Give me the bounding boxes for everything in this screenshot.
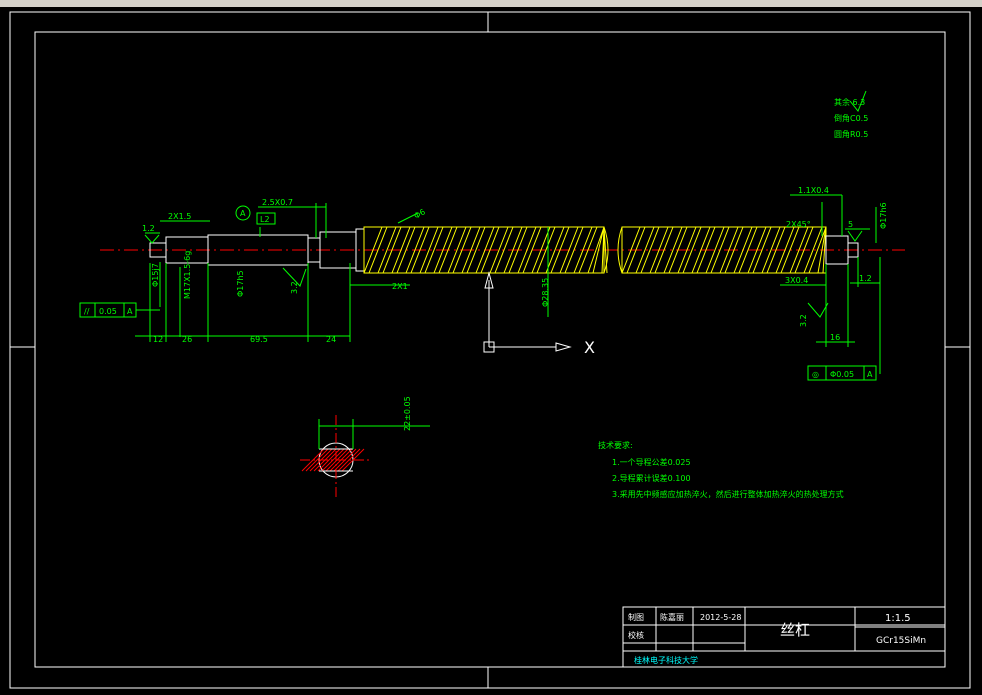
tol-left-datum: A <box>127 307 133 316</box>
tolerance-frame-right: ◎ Φ0.05 A <box>807 365 877 381</box>
ucs-icon: X <box>483 271 595 357</box>
dim-phi17: Φ17h5 <box>236 270 245 297</box>
tb-drawn-name: 陈嘉丽 <box>660 612 684 622</box>
dim-12: 12 <box>153 335 163 344</box>
tb-material: GCr15SiMn <box>876 636 926 646</box>
dim-16: 16 <box>830 333 840 342</box>
window-top-strip <box>0 0 982 7</box>
dim-phi28: Φ28.35 <box>541 278 550 307</box>
section-dim: 22±0.05 <box>403 396 412 431</box>
dim-12l: 1.2 <box>142 224 155 233</box>
tb-drawn-label: 制图 <box>628 612 644 622</box>
dim-2x15: 2X1.5 <box>168 212 191 221</box>
leader-phi-small <box>397 212 419 224</box>
tech-req-item-3: 3.采用先中频感应加热淬火，然后进行整体加热淬火的热处理方式 <box>612 489 844 499</box>
dim-11x04: 1.1X0.4 <box>798 186 829 195</box>
dimension-lines-left <box>135 203 410 342</box>
dim-24: 24 <box>326 335 336 344</box>
dim-26: 26 <box>182 335 192 344</box>
section-view: 22±0.05 <box>300 396 430 499</box>
dim-3x04: 3X0.4 <box>785 276 808 285</box>
tb-checked-label: 校核 <box>628 630 644 640</box>
surface-note-3: 圆角R0.5 <box>834 129 868 139</box>
l2-box <box>256 212 276 225</box>
title-block: 制图 陈嘉丽 2012-5-28 校核 丝杠 1:1.5 GCr15SiMn 桂… <box>622 606 946 668</box>
surface-notes: 其余 6.3 倒角C0.5 圆角R0.5 <box>834 90 868 139</box>
tech-req-item-1: 1.一个导程公差0.025 <box>612 457 691 467</box>
tol-left-symbol: // <box>84 307 90 316</box>
dim-2x45: 2X45° <box>786 220 811 229</box>
dim-32a: 3.2 <box>290 281 299 294</box>
dim-12r: 1.2 <box>859 274 872 283</box>
sheet-outer-border <box>9 11 971 689</box>
dim-phi-right: Φ17h6 <box>879 202 888 229</box>
tb-part-name: 丝杠 <box>780 621 810 639</box>
surface-note-2: 倒角C0.5 <box>834 113 868 123</box>
tb-scale: 1:1.5 <box>885 613 911 624</box>
thread-section-right <box>617 226 827 274</box>
dim-m17: M17X1.5-6g <box>183 251 192 299</box>
dim-2x1: 2X1 <box>392 282 408 291</box>
dim-32b: 3.2 <box>799 314 808 327</box>
tol-right-datum: A <box>867 370 873 379</box>
tb-date: 2012-5-28 <box>700 613 741 622</box>
sheet-inner-border <box>34 31 946 668</box>
ucs-x-label: X <box>584 338 595 357</box>
datum-circle <box>235 205 251 221</box>
tol-left-value: 0.05 <box>99 307 117 316</box>
tol-right-value: Φ0.05 <box>830 370 854 379</box>
dim-26x07: 2.5X0.7 <box>262 198 293 207</box>
surface-note-1: 其余 6.3 <box>834 97 865 107</box>
technical-requirements: 技术要求: 1.一个导程公差0.025 2.导程累计误差0.100 3.采用先中… <box>598 440 844 499</box>
shaft-left-end <box>149 228 365 272</box>
dim-69: 69.5 <box>250 335 268 344</box>
dimension-lines-right <box>780 194 881 374</box>
tol-right-symbol: ◎ <box>812 370 819 379</box>
datum-circle-label: A <box>240 209 246 218</box>
thread-section-left <box>363 226 609 274</box>
dim-5: 5 <box>848 220 853 229</box>
dim-phi-small: Φ6 <box>413 207 427 220</box>
tb-organization: 桂林电子科技大学 <box>634 655 698 665</box>
tech-req-item-2: 2.导程累计误差0.100 <box>612 473 691 483</box>
dim-phi-left: Φ15j7 <box>151 263 160 287</box>
cad-canvas[interactable]: // 0.05 A A L2 12 26 69.5 24 2X1 2X1.5 2… <box>0 7 982 691</box>
dim-l2: L2 <box>260 215 270 224</box>
tolerance-frame-left: // 0.05 A <box>79 302 160 318</box>
shaft-right-end <box>825 235 859 265</box>
tech-req-title: 技术要求: <box>598 440 633 450</box>
drawing-svg[interactable]: // 0.05 A A L2 12 26 69.5 24 2X1 2X1.5 2… <box>0 7 982 691</box>
